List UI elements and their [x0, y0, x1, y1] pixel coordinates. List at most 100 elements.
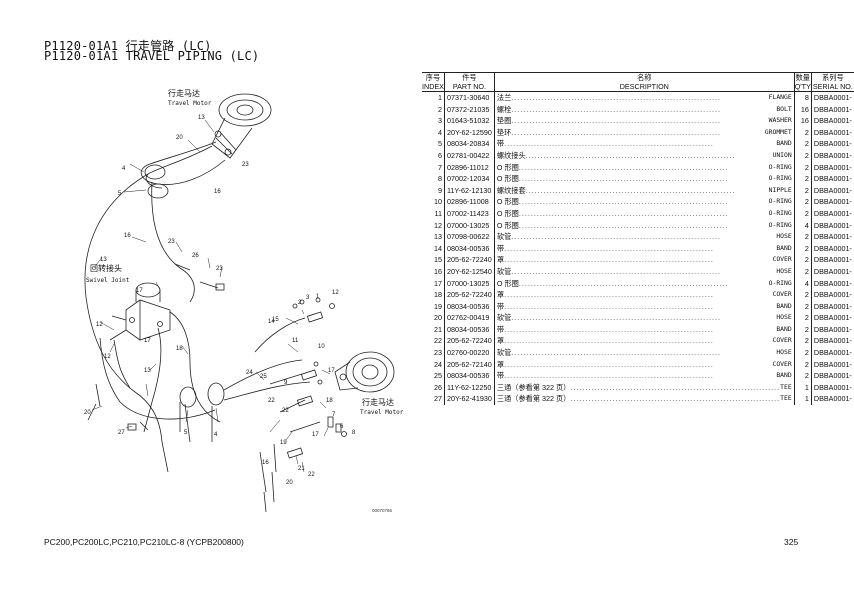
- page-title-chinese: P1120-01A1 行走管路 (LC): [44, 39, 212, 53]
- row-part-number: 02760-00220: [444, 347, 495, 359]
- row-description-en: O-RING: [768, 162, 792, 171]
- row-description: O 形圈O-RING: [494, 161, 795, 174]
- row-description-cn: 带: [496, 371, 505, 381]
- row-index: 19: [422, 300, 445, 313]
- row-part-number: 07002-11423: [444, 207, 495, 220]
- svg-text:22: 22: [282, 408, 289, 414]
- row-quantity: 4: [794, 277, 812, 290]
- row-part-number: 01643-51032: [444, 115, 495, 127]
- row-serial: DBBA0001-: [813, 313, 852, 323]
- row-quantity: 2: [794, 242, 812, 255]
- row-part-number: 07000-13025: [444, 277, 495, 290]
- svg-text:4: 4: [214, 432, 218, 438]
- row-index: 26: [422, 381, 445, 394]
- row-description: O 形圈O-RING: [494, 219, 795, 232]
- svg-text:17: 17: [136, 288, 143, 294]
- row-description-en: TEE: [780, 394, 792, 403]
- row-description: 三通（参看第 322 页）TEE: [494, 381, 795, 394]
- svg-text:17: 17: [312, 432, 319, 438]
- row-part-number: 205-62-72140: [444, 358, 495, 371]
- row-serial: DBBA0001-: [813, 324, 852, 334]
- row-quantity: 2: [794, 254, 812, 266]
- row-description: 罩COVER: [494, 289, 795, 301]
- row-description-en: O-RING: [768, 220, 792, 229]
- row-quantity: 2: [794, 335, 812, 348]
- row-description: 螺纹接头UNION: [494, 149, 795, 162]
- row-description-en: HOSE: [776, 232, 792, 241]
- row-quantity: 16: [794, 115, 812, 127]
- row-description-en: WASHER: [768, 116, 792, 125]
- row-quantity: 8: [794, 91, 812, 104]
- row-index: 13: [422, 231, 445, 243]
- svg-text:15: 15: [272, 317, 279, 323]
- row-serial: DBBA0001-: [813, 348, 852, 358]
- row-description-cn: 三通（参看第 322 页）: [496, 382, 571, 392]
- svg-text:26: 26: [192, 253, 199, 259]
- row-index: 6: [422, 149, 445, 162]
- row-part-number: 08034-20834: [444, 138, 495, 150]
- row-part-number: 02896-11008: [444, 196, 495, 208]
- row-part-number: 20Y-62-12540: [444, 265, 495, 278]
- row-quantity: 1: [794, 381, 812, 394]
- row-serial: DBBA0001-: [813, 394, 852, 404]
- row-index: 17: [422, 277, 445, 290]
- leader-dots: [504, 335, 772, 347]
- row-part-number: 20Y-62-41930: [444, 393, 495, 406]
- row-description: O 形圈O-RING: [494, 173, 795, 185]
- row-serial: DBBA0001-: [813, 301, 852, 311]
- svg-text:6: 6: [340, 424, 344, 430]
- row-serial: DBBA0001-: [813, 139, 852, 149]
- row-description: 软管HOSE: [494, 265, 795, 278]
- row-serial: DBBA0001-: [813, 266, 852, 276]
- row-index: 4: [422, 126, 445, 139]
- row-part-number: 07098-00622: [444, 231, 495, 243]
- row-serial: DBBA0001-: [813, 150, 852, 160]
- row-description-cn: 罩: [496, 290, 505, 300]
- row-serial: DBBA0001-: [813, 93, 852, 102]
- row-description-en: HOSE: [776, 266, 792, 275]
- row-serial: DBBA0001-: [813, 185, 852, 195]
- svg-text:9: 9: [284, 380, 288, 386]
- leader-dots: [570, 393, 780, 405]
- svg-text:20: 20: [176, 135, 183, 141]
- leader-dots: [504, 289, 772, 301]
- leader-dots: [511, 231, 776, 243]
- row-description: 软管HOSE: [494, 312, 795, 324]
- page-title-english: P1120-01A1 TRAVEL PIPING (LC): [44, 49, 260, 63]
- header-index-en: INDEX: [422, 82, 445, 92]
- row-description: 带BAND: [494, 323, 795, 336]
- row-description: 三通（参看第 322 页）TEE: [494, 393, 795, 406]
- row-serial: DBBA0001-: [813, 336, 852, 346]
- leader-dots: [504, 254, 772, 266]
- row-index: 18: [422, 289, 445, 301]
- svg-text:16: 16: [214, 189, 221, 195]
- row-part-number: 08034-00536: [444, 242, 495, 255]
- leader-dots: [511, 127, 765, 139]
- svg-text:22: 22: [268, 398, 275, 404]
- row-part-number: 07372-21035: [444, 103, 495, 116]
- leader-dots: [519, 278, 769, 290]
- row-description: 带BAND: [494, 370, 795, 382]
- leader-dots: [519, 220, 769, 232]
- row-index: 8: [422, 173, 445, 185]
- header-description-en: DESCRIPTION: [494, 82, 795, 92]
- row-description: 罩COVER: [494, 358, 795, 371]
- swivel-joint-label-cn: 回转接头: [90, 263, 122, 273]
- row-description-en: BAND: [776, 324, 792, 333]
- leader-dots: [519, 208, 769, 220]
- svg-text:23: 23: [242, 162, 249, 168]
- svg-text:23: 23: [168, 239, 175, 245]
- row-quantity: 2: [794, 289, 812, 301]
- row-description-cn: 软管: [496, 348, 512, 358]
- row-description: O 形圈O-RING: [494, 207, 795, 220]
